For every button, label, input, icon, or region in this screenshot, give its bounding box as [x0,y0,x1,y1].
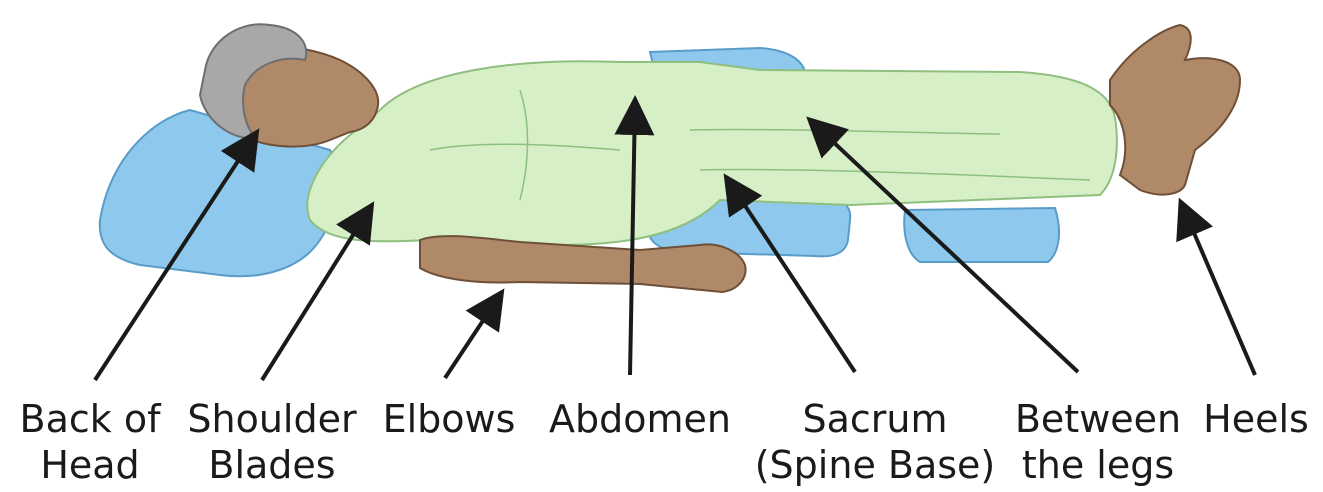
label-between-legs: Between the legs [1008,396,1188,488]
label-elbows: Elbows [374,396,524,442]
label-heels: Heels [1192,396,1320,442]
label-abdomen: Abdomen [540,396,740,442]
arrow-heels [1182,205,1255,375]
feet [1110,25,1240,195]
leg-pillow [904,208,1059,262]
arrow-elbows [445,295,500,378]
label-shoulder-blades: Shoulder Blades [172,396,372,488]
label-back-of-head: Back of Head [10,396,170,488]
label-sacrum: Sacrum (Spine Base) [745,396,1005,488]
